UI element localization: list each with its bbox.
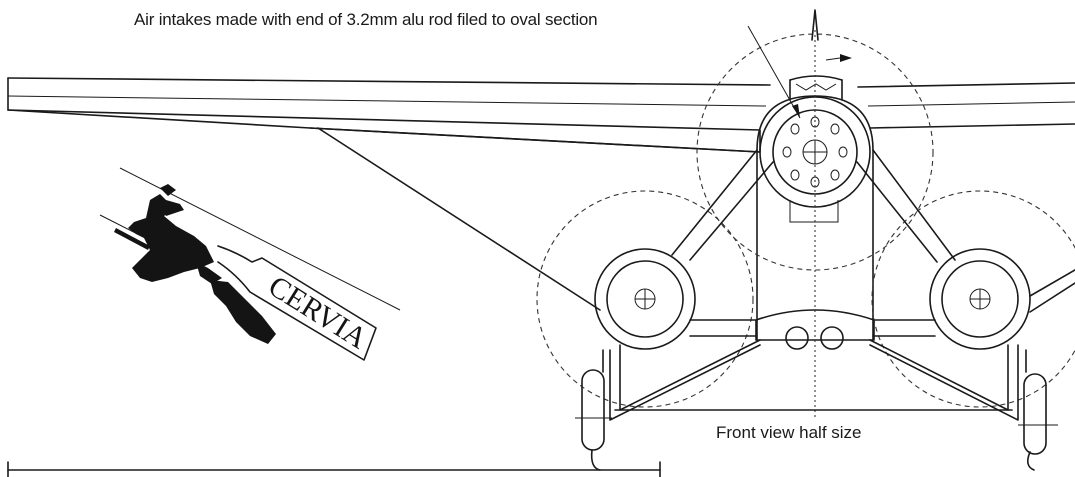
view-label: Front view half size (716, 423, 862, 442)
undercarriage (602, 326, 1027, 421)
left-wing (7, 77, 771, 153)
main-wheels (575, 369, 1058, 471)
cervia-decal: CERVIA (99, 167, 401, 361)
nacelle-struts (671, 149, 1075, 337)
decal-ribbon (217, 245, 377, 361)
fish-tail-silhouette (210, 280, 276, 344)
horse-rider-silhouette (128, 194, 214, 282)
right-wing (857, 82, 1075, 129)
left-wing-strut (317, 127, 601, 311)
propeller-tip (811, 9, 819, 41)
right-engine-nacelle (929, 248, 1031, 350)
decal-text: CERVIA (263, 269, 373, 355)
left-engine-nacelle (594, 248, 696, 350)
callout-leader (747, 25, 801, 119)
scale-rule (7, 461, 661, 477)
propeller-discs (536, 33, 1075, 408)
air-intake-callout: Air intakes made with end of 3.2mm alu r… (134, 10, 598, 29)
